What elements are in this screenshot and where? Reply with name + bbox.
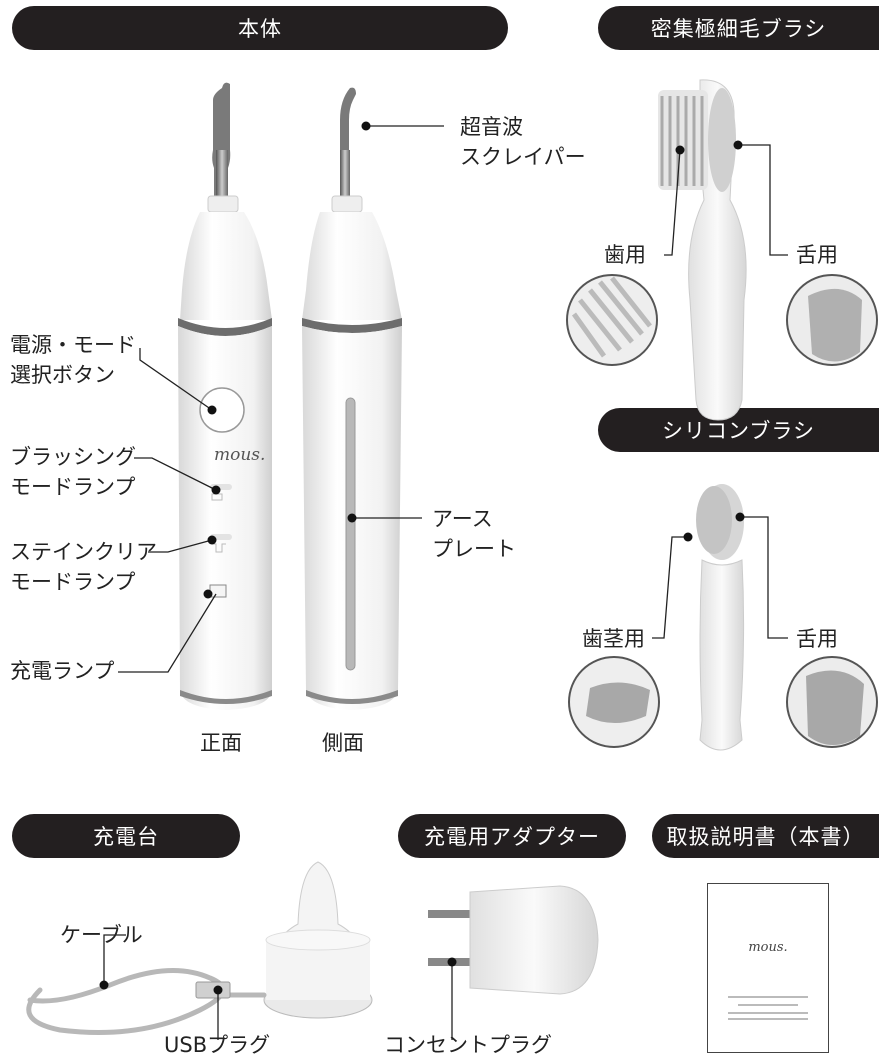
- label-ultrasonic-scraper: 超音波スクレイパー: [460, 115, 586, 169]
- label-teeth-use: 歯用: [604, 243, 646, 267]
- label-stain-clear-mode-lamp: ステインクリアモードランプ: [10, 540, 157, 594]
- device-side: [302, 87, 402, 710]
- label-cable: ケーブル: [60, 923, 143, 947]
- label-side-view: 側面: [322, 731, 364, 755]
- label-brushing-mode-lamp: ブラッシングモードランプ: [10, 445, 136, 499]
- power-adapter: [428, 885, 599, 995]
- usb-connector: [195, 981, 231, 999]
- silicone-brush-tongue-zoom: [786, 656, 878, 748]
- manual-brand-logo: mous.: [748, 940, 788, 955]
- label-earth-plate: アースプレート: [432, 507, 516, 561]
- section-main-body: 本体: [12, 6, 508, 50]
- dense-brush-head: [658, 79, 747, 421]
- label-tongue-use-silicone: 舌用: [796, 627, 838, 651]
- label-front-view: 正面: [200, 731, 242, 755]
- section-charger-stand: 充電台: [12, 814, 240, 858]
- svg-text:mous.: mous.: [214, 445, 265, 465]
- label-gums-use: 歯茎用: [582, 627, 645, 651]
- label-tongue-use-dense: 舌用: [796, 243, 838, 267]
- section-silicone-brush: シリコンブラシ: [598, 408, 879, 452]
- label-usb-plug: USBプラグ: [164, 1033, 271, 1057]
- silicone-brush-gums-zoom: [568, 656, 660, 748]
- section-dense-brush: 密集極細毛ブラシ: [598, 6, 879, 50]
- device-front: mous.: [178, 82, 272, 710]
- label-charge-lamp: 充電ランプ: [10, 659, 115, 683]
- label-outlet-plug: コンセントプラグ: [384, 1033, 552, 1057]
- dense-brush-teeth-zoom: [566, 274, 658, 366]
- section-adapter: 充電用アダプター: [398, 814, 626, 858]
- dense-brush-tongue-zoom: [786, 274, 878, 366]
- label-power-mode-button: 電源・モード選択ボタン: [10, 333, 136, 387]
- silicone-brush-head: [696, 484, 745, 751]
- section-manual: 取扱説明書（本書）: [652, 814, 879, 858]
- charging-stand: [263, 861, 373, 1019]
- instruction-manual-booklet: mous.: [707, 883, 829, 1053]
- cable: [26, 968, 267, 1035]
